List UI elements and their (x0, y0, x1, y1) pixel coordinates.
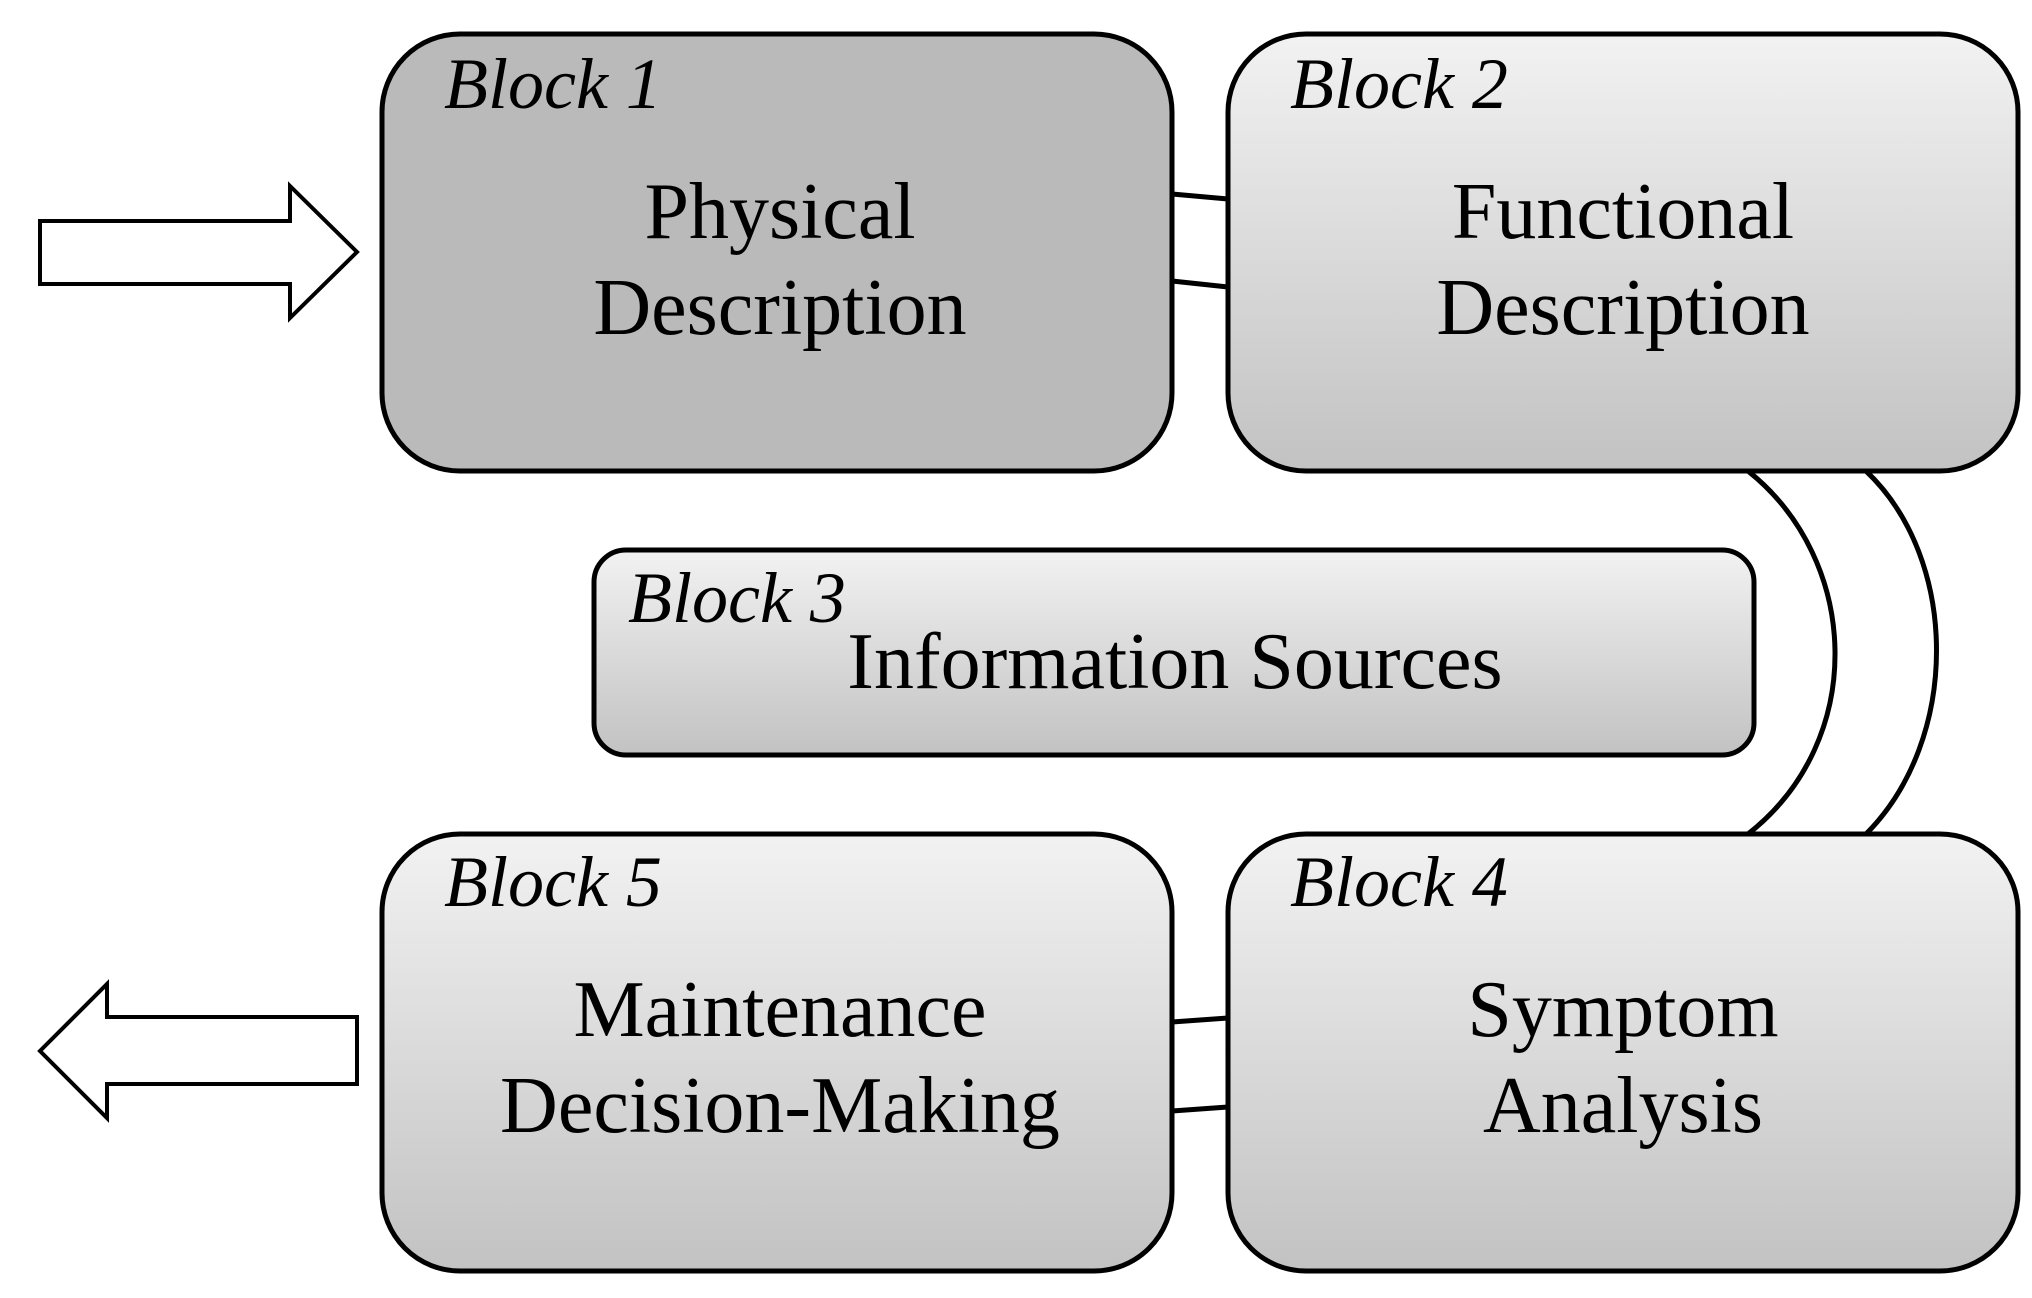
block-2-tag: Block 2 (1290, 44, 1508, 124)
block-1: Block 1 Physical Description (379, 31, 1175, 474)
connector-block2-block4-inner (1746, 469, 1838, 836)
block-1-title-line2: Description (593, 264, 966, 352)
connector-block1-block2-bottom (1171, 278, 1229, 290)
block-4-title-line1: Symptom (1467, 966, 1778, 1054)
block-4: Block 4 Symptom Analysis (1225, 831, 2021, 1274)
block-2-title-line1: Functional (1452, 168, 1794, 256)
block-5-title-line1: Maintenance (573, 966, 986, 1054)
block-1-tag: Block 1 (444, 44, 662, 124)
connector-block4-block5-top (1171, 1015, 1229, 1025)
block-3-title: Information Sources (847, 618, 1502, 706)
connector-block2-block4-outer (1864, 469, 1939, 836)
connector-block4-block5-bottom (1171, 1104, 1229, 1114)
block-2-title-line2: Description (1436, 264, 1809, 352)
output-arrow-icon (37, 979, 359, 1123)
block-3: Block 3 Information Sources (591, 547, 1757, 758)
block-1-title-line1: Physical (644, 168, 915, 256)
block-5-title-line2: Decision-Making (500, 1062, 1060, 1150)
input-arrow-icon (38, 181, 360, 323)
block-4-tag: Block 4 (1290, 842, 1508, 922)
block-3-tag: Block 3 (628, 558, 846, 638)
block-2: Block 2 Functional Description (1225, 31, 2021, 474)
block-5-tag: Block 5 (444, 842, 662, 922)
connector-block1-block2-top (1171, 191, 1229, 202)
block-4-title-line2: Analysis (1483, 1062, 1763, 1150)
block-5: Block 5 Maintenance Decision-Making (379, 831, 1175, 1274)
